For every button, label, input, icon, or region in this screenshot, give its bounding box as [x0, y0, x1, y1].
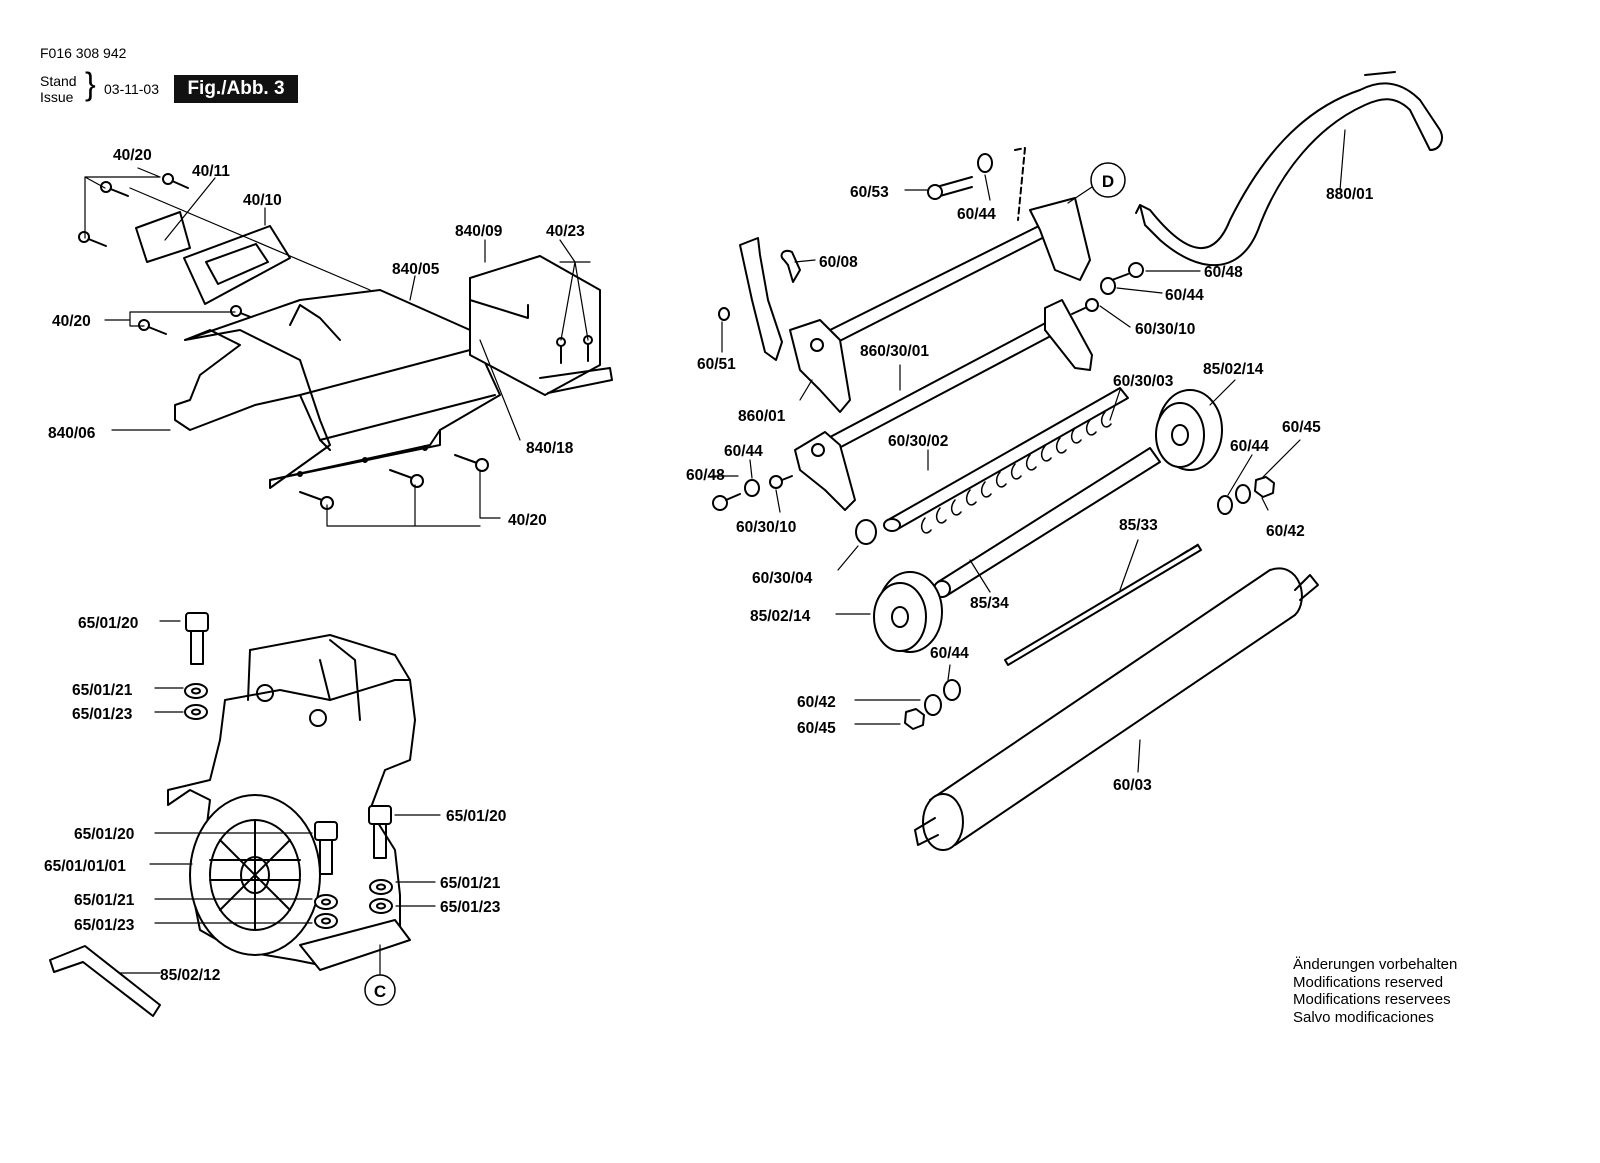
callout-circle-c [364, 974, 396, 1006]
part-label: 40/20 [508, 512, 547, 529]
document-number: F016 308 942 [40, 45, 127, 61]
part-label: 85/02/14 [750, 608, 811, 625]
modifications-notice: Änderungen vorbehalten Modifications res… [1293, 956, 1457, 1026]
part-label: 65/01/20 [74, 826, 134, 843]
part-label: 65/01/21 [72, 682, 133, 699]
part-label: 40/20 [113, 147, 152, 164]
part-label: 85/02/12 [160, 967, 220, 984]
issue-date: 03-11-03 [104, 81, 160, 97]
part-label: 60/08 [819, 254, 858, 271]
gasket-40-10 [183, 225, 291, 305]
washers-nuts-right [1217, 476, 1275, 515]
part-label: 65/01/23 [440, 899, 501, 916]
callout-d: D [1102, 172, 1114, 191]
part-label: 60/53 [850, 184, 889, 201]
part-label: 60/30/02 [888, 433, 948, 450]
part-label: 65/01/23 [74, 917, 135, 934]
part-label: 60/30/03 [1113, 373, 1174, 390]
notice-line-en: Modifications reserved [1293, 973, 1444, 991]
stand-issue-label: Stand Issue [40, 73, 77, 105]
notice-line-es: Salvo modificaciones [1293, 1008, 1434, 1026]
bracket-840-09 [469, 255, 613, 396]
callout-circle-d [1090, 162, 1126, 198]
part-label: 840/09 [455, 223, 503, 240]
part-label: 60/42 [1266, 523, 1305, 540]
notice-line-de: Änderungen vorbehalten [1293, 956, 1458, 973]
part-label: 60/44 [724, 443, 763, 460]
part-label: 60/44 [1165, 287, 1204, 304]
engine-leaders [119, 620, 441, 974]
part-label: 60/51 [697, 356, 736, 373]
part-label: 65/01/21 [440, 875, 501, 892]
part-label: 840/06 [48, 425, 96, 442]
part-label: 85/34 [970, 595, 1009, 612]
engine-group [49, 612, 441, 1017]
part-label: 840/18 [526, 440, 574, 457]
part-label: 860/30/01 [860, 343, 929, 360]
part-label: 40/20 [52, 313, 91, 330]
washers-65-01-21-23 [184, 683, 393, 929]
part-label: 60/45 [1282, 419, 1321, 436]
handle-880-01 [1139, 82, 1443, 266]
part-label: 60/30/10 [1135, 321, 1195, 338]
part-label: 65/01/20 [446, 808, 506, 825]
part-label: 60/44 [957, 206, 996, 223]
wheel-85-02-14-lower [873, 571, 943, 653]
cover-840-05 [174, 289, 501, 489]
part-label: 60/44 [930, 645, 969, 662]
part-label: 60/42 [797, 694, 836, 711]
screws-40-20-bottom [299, 454, 489, 510]
housing-leaders [84, 167, 591, 527]
spacer-60-30-04 [855, 519, 877, 545]
plate-40-11 [135, 211, 191, 263]
part-label: 40/11 [192, 163, 230, 180]
part-label: 60/44 [1230, 438, 1269, 455]
side-plate-860-01 [789, 319, 851, 413]
notice-line-fr: Modifications reservees [1293, 991, 1451, 1008]
part-label: 60/48 [1204, 264, 1243, 281]
bolts-60-48-left [712, 475, 793, 511]
part-label: 85/02/14 [1203, 361, 1264, 378]
bolts-60-48-right [1071, 262, 1144, 315]
part-label: 840/05 [392, 261, 440, 278]
roller-60-03 [914, 567, 1319, 851]
part-label: 60/30/04 [752, 570, 813, 587]
threaded-rod-85-33 [1004, 543, 1202, 666]
part-label: 860/01 [738, 408, 786, 425]
part-label: 60/48 [686, 467, 725, 484]
part-label: 60/45 [797, 720, 836, 737]
washers-nuts-left [904, 679, 961, 730]
screws-65-01-20 [185, 612, 392, 875]
part-label: 65/01/21 [74, 892, 135, 909]
screws-40-23 [556, 335, 593, 364]
stand-label: Stand [40, 73, 77, 89]
part-label: 65/01/20 [78, 615, 138, 632]
wheel-85-02-14-upper [1155, 389, 1223, 471]
figure-badge: Fig./Abb. 3 [174, 75, 298, 103]
part-label: 60/30/10 [736, 519, 796, 536]
part-label: 65/01/01/01 [44, 858, 126, 875]
housing-group [78, 167, 613, 527]
part-label: 85/33 [1119, 517, 1158, 534]
part-label: 40/10 [243, 192, 282, 209]
screws-40-20-top [78, 173, 189, 247]
issue-label: Issue [40, 89, 74, 105]
frame-roller-group [711, 71, 1443, 851]
brace-glyph: } [85, 66, 96, 102]
hex-key-85-02-12 [49, 945, 161, 1017]
tine-rod-60-30-03 [883, 387, 1129, 534]
bolt-60-53 [927, 147, 1026, 221]
part-label: 60/03 [1113, 777, 1152, 794]
part-label: 65/01/23 [72, 706, 133, 723]
callout-c: C [374, 982, 386, 1001]
part-label: 40/23 [546, 223, 585, 240]
frame-leaders [711, 129, 1346, 773]
flywheel-fan [189, 794, 321, 956]
part-label: 880/01 [1326, 186, 1374, 203]
